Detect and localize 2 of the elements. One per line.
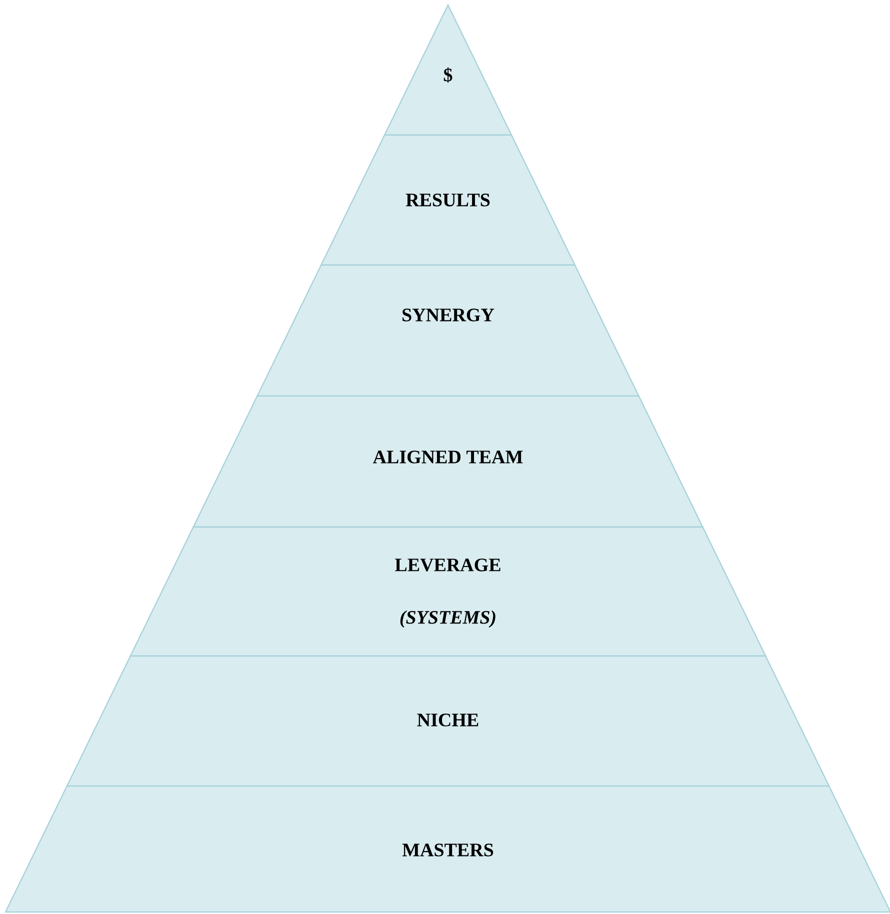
pyramid-band: NICHE <box>66 655 830 787</box>
pyramid-band: MASTERS <box>4 785 890 913</box>
